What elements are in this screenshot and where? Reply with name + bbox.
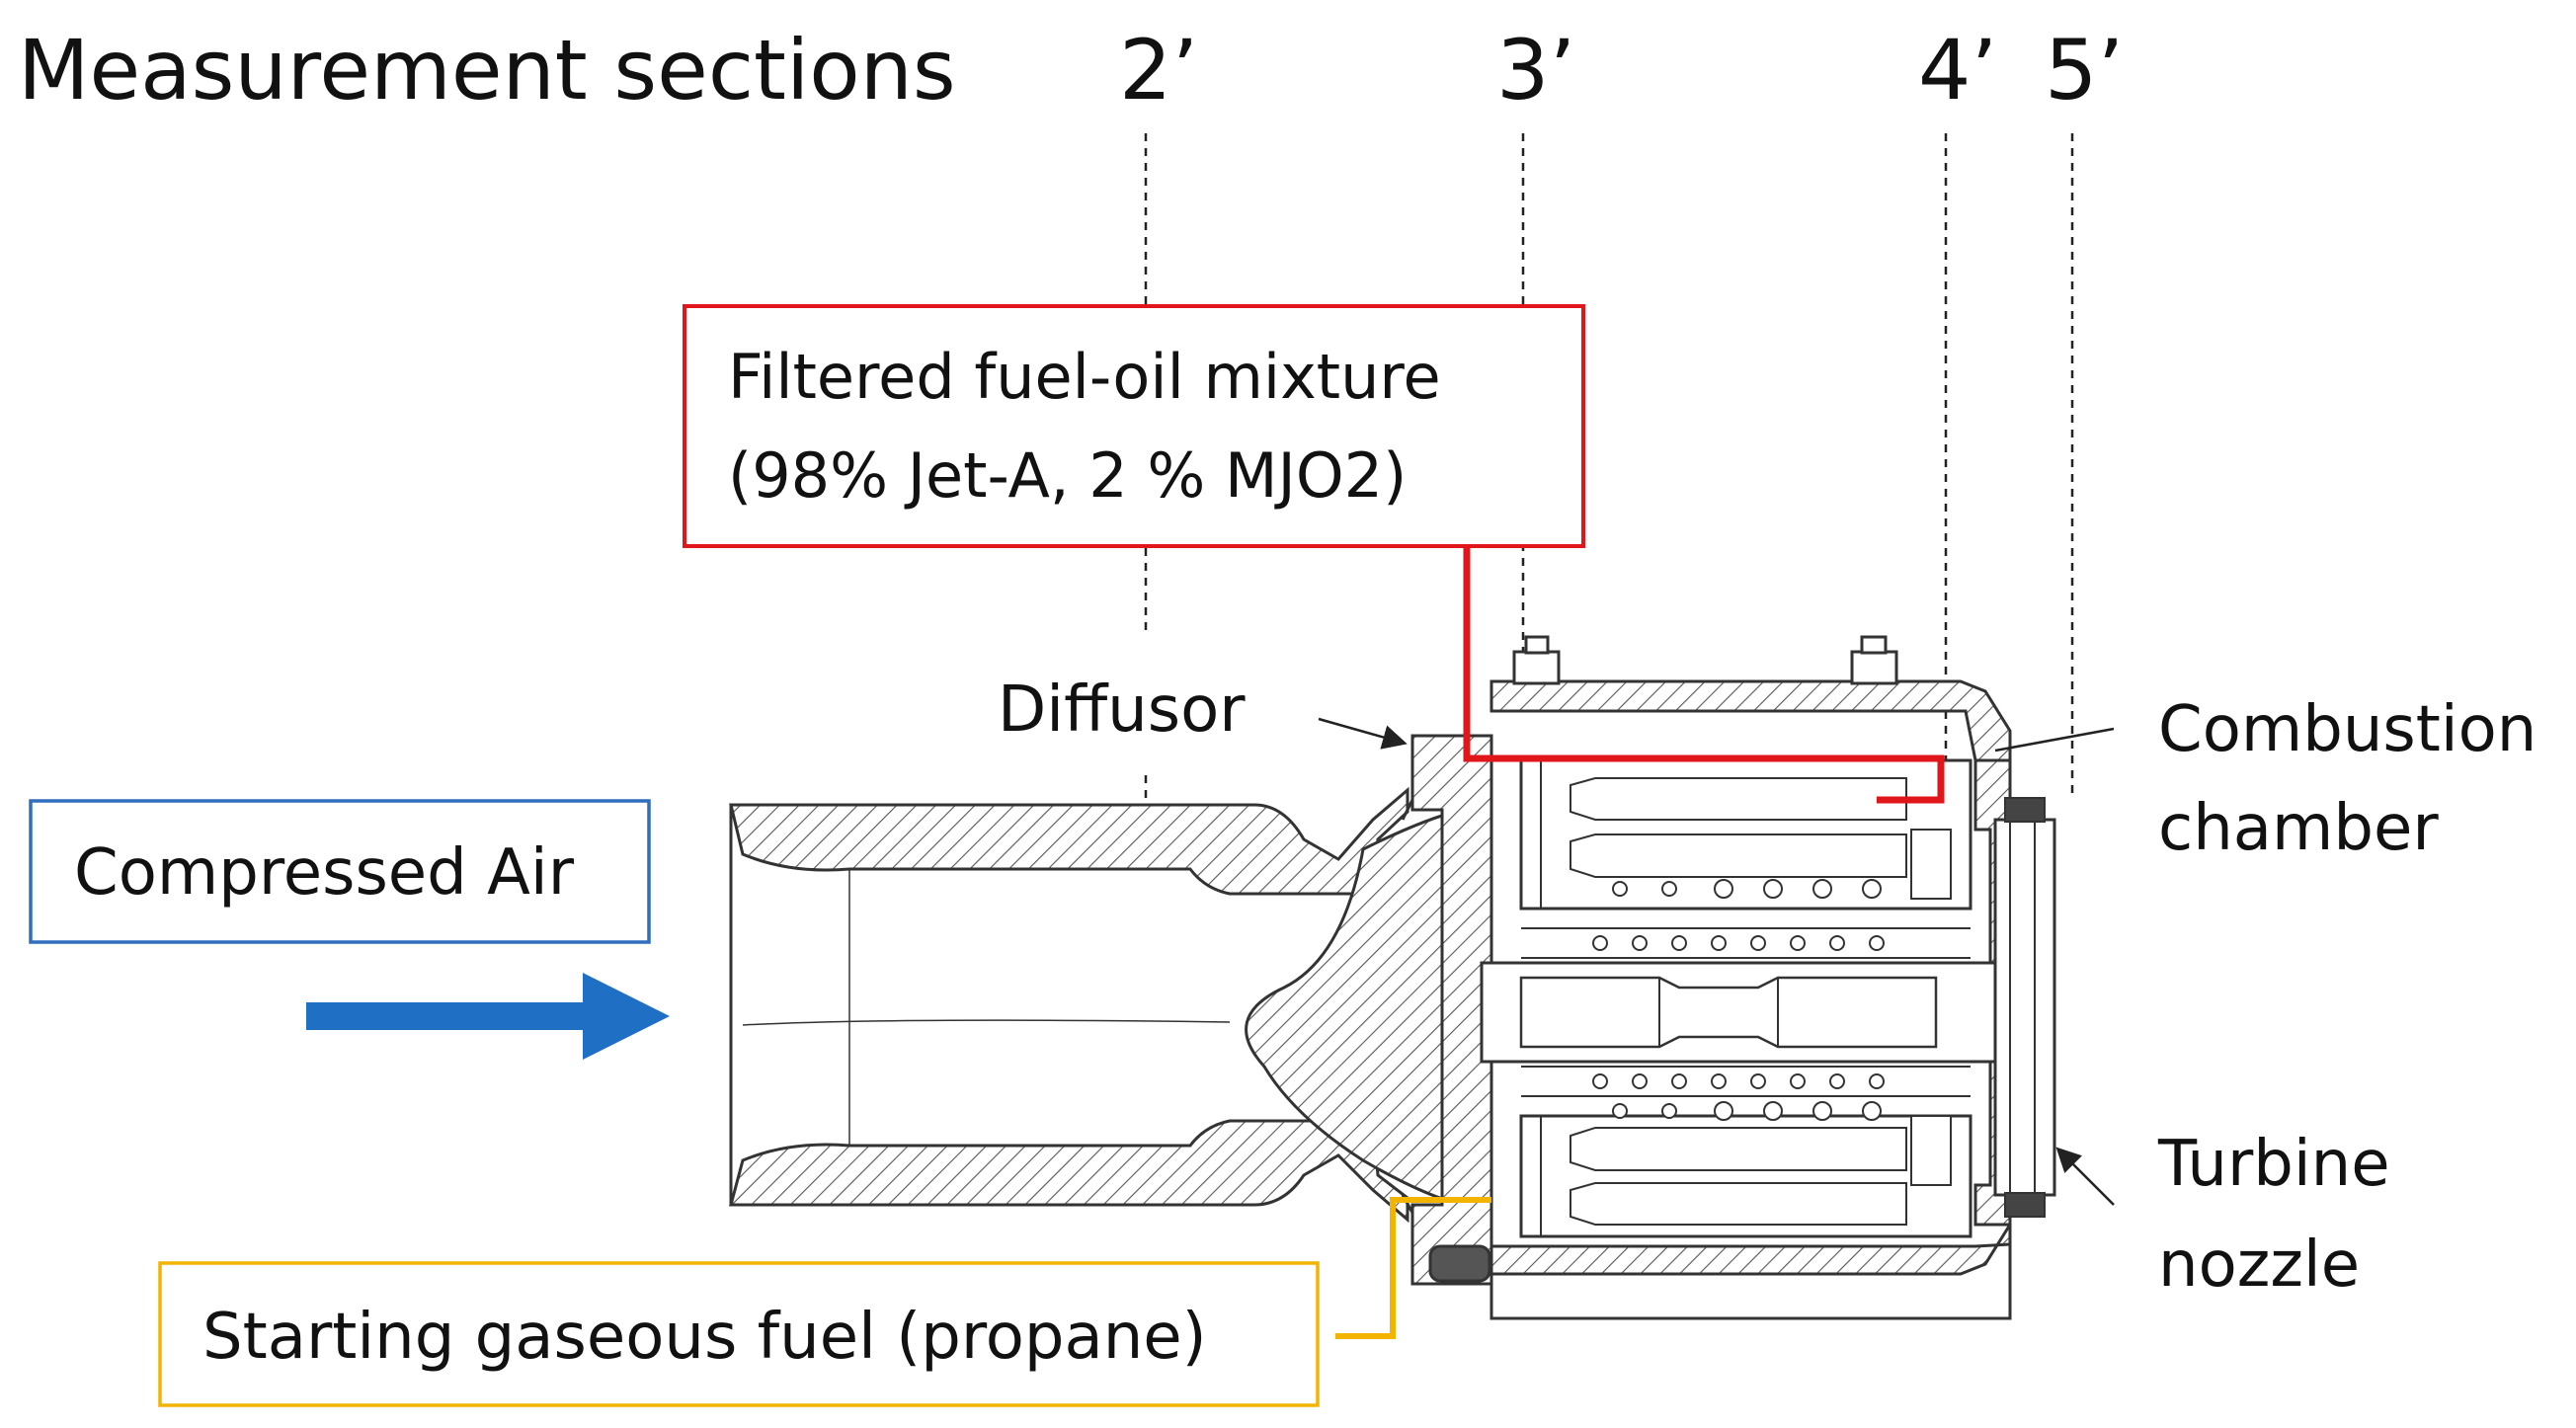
engine-drawing — [729, 635, 2056, 1320]
section-label-4: 4’ — [1918, 22, 1997, 119]
section-label-2: 2’ — [1119, 22, 1198, 119]
fuel-line — [1463, 548, 1945, 804]
combustion-label-1: Combustion — [2158, 693, 2536, 766]
liner-holes-upper — [1592, 879, 1885, 951]
diffusor-leader — [1318, 717, 1408, 750]
combustion-leader — [1994, 727, 2115, 753]
starting-fuel-box — [158, 1261, 1320, 1407]
inlet-upper-wall — [729, 786, 1409, 896]
fuel-mixture-box — [683, 304, 1585, 548]
combustion-liner-lower — [1519, 1066, 1972, 1238]
compressed-air-label: Compressed Air — [74, 836, 575, 910]
casing-left-flange — [1410, 734, 1493, 1286]
arrow-right-icon — [306, 973, 670, 1060]
fuel-mixture-line2: (98% Jet-A, 2 % MJO2) — [728, 439, 1407, 512]
section-label-3: 3’ — [1496, 22, 1575, 119]
central-shaft — [1480, 961, 1997, 1064]
propane-line — [1335, 1197, 1491, 1339]
turbine-label-2: nozzle — [2158, 1229, 2360, 1302]
casing-top — [1489, 679, 2012, 762]
turbine-leader — [2055, 1147, 2115, 1206]
combustion-liner-upper — [1519, 758, 1972, 959]
starting-fuel-label: Starting gaseous fuel (propane) — [202, 1301, 1207, 1374]
inlet-lower-wall — [729, 1119, 1409, 1224]
section-label-5: 5’ — [2045, 22, 2124, 119]
compressed-air-box — [29, 799, 651, 944]
top-bolts — [1512, 635, 1898, 685]
diffusor-label: Diffusor — [998, 674, 1246, 747]
turbine-label-1: Turbine — [2157, 1128, 2390, 1201]
title: Measurement sections — [18, 22, 956, 119]
liner-holes-lower — [1592, 1073, 1885, 1121]
turbine-nozzle-ring — [1910, 797, 2056, 1218]
combustion-label-2: chamber — [2158, 792, 2439, 865]
fuel-mixture-line1: Filtered fuel-oil mixture — [728, 341, 1441, 413]
